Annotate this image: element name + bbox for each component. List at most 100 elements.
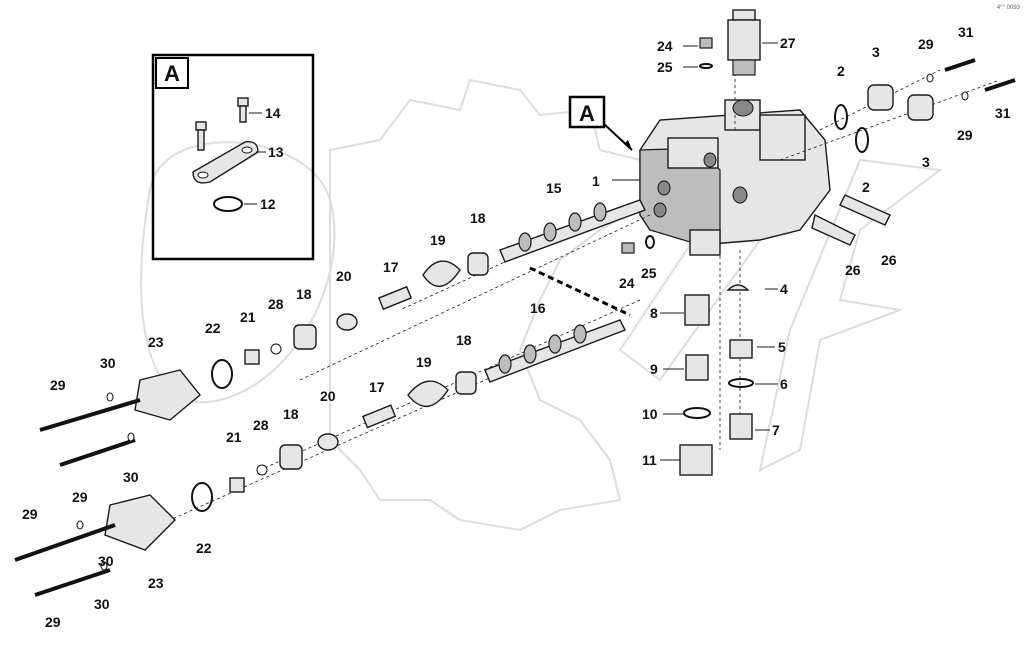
label-29a: 29 [918,36,934,52]
label-14: 14 [265,105,281,121]
label-24b: 24 [619,275,635,291]
label-28a: 28 [268,296,284,312]
left-bolts [14,392,141,597]
label-8: 8 [650,305,658,321]
part-labels: 1 2 2 3 3 4 5 6 7 8 9 10 11 15 16 17 17 … [22,24,1011,630]
spring-9 [685,354,709,381]
cartridge-27 [727,19,761,61]
center-column [621,235,754,476]
bolt-14-head [237,97,249,107]
spring-19-u [422,260,461,287]
label-27: 27 [780,35,796,51]
label-3b: 3 [922,154,930,170]
label-26b: 26 [881,252,897,268]
label-26a: 26 [845,262,861,278]
watermark [140,78,943,532]
label-7: 7 [772,422,780,438]
cap-23-l [104,494,176,551]
spring-5 [729,339,753,359]
label-24a: 24 [657,38,673,54]
label-10: 10 [642,406,658,422]
label-12: 12 [260,196,276,212]
plug-11 [679,444,713,476]
inset-title: A [164,61,180,86]
spring-20-u [336,313,358,331]
label-31b: 31 [995,105,1011,121]
label-18b: 18 [296,286,312,302]
label-29b: 29 [957,127,973,143]
label-29f: 29 [45,614,61,630]
label-29c: 29 [50,377,66,393]
label-30b: 30 [123,469,139,485]
label-4: 4 [780,281,788,297]
plug-24-mid [621,242,635,254]
inset-detail-a: A 14 13 12 [151,53,315,261]
label-3a: 3 [872,44,880,60]
label-19a: 19 [430,232,446,248]
label-17b: 17 [369,379,385,395]
inset-frame [151,53,315,261]
leader-lines [612,179,778,461]
label-25b: 25 [641,265,657,281]
label-11: 11 [642,452,657,468]
label-20a: 20 [336,268,352,284]
label-30a: 30 [100,355,116,371]
label-23a: 23 [148,334,164,350]
label-2b: 2 [862,179,870,195]
piston-8 [684,294,710,326]
label-19b: 19 [416,354,432,370]
oring-12 [213,196,243,212]
seat-18-u [467,252,489,276]
svg-text:A: A [579,101,595,126]
flange-3a [867,84,894,111]
plug-7 [729,413,753,440]
bolt-14-shank [239,105,247,123]
valve-26a [839,194,891,226]
oring-6 [728,378,754,388]
label-18a: 18 [470,210,486,226]
label-21b: 21 [226,429,242,445]
label-31a: 31 [958,24,974,40]
bolt-13-head [195,121,207,131]
label-5: 5 [778,339,786,355]
valve-26b [811,213,856,246]
corner-note: 4°° 0093 [997,5,1021,11]
label-17a: 17 [383,259,399,275]
label-15: 15 [546,180,562,196]
seat-18-u2 [293,324,317,350]
label-25a: 25 [657,59,673,75]
upper-spool [134,199,646,421]
label-20b: 20 [320,388,336,404]
label-30c: 30 [98,553,114,569]
plug-24-top [699,37,713,49]
oring-10 [683,407,711,419]
valve-body-1 [639,99,831,256]
cap-23-u [134,369,201,421]
label-23b: 23 [148,575,164,591]
poppet-4 [726,284,750,291]
lower-spool [104,319,626,551]
label-18d: 18 [283,406,299,422]
label-21a: 21 [240,309,256,325]
top-parts [683,9,778,117]
pin-17-u [377,285,413,311]
label-28b: 28 [253,417,269,433]
label-30d: 30 [94,596,110,612]
label-9: 9 [650,361,658,377]
label-29d: 29 [72,489,88,505]
label-1: 1 [592,173,600,189]
label-13: 13 [268,144,284,160]
label-22b: 22 [196,540,212,556]
right-parts [811,58,1016,246]
view-marker-a: A [568,95,633,151]
label-2a: 2 [837,63,845,79]
label-22a: 22 [205,320,221,336]
label-16: 16 [530,300,546,316]
label-6: 6 [780,376,788,392]
label-18c: 18 [456,332,472,348]
inset-title-box [155,57,189,89]
label-29e: 29 [22,506,38,522]
flange-3b [907,94,934,121]
